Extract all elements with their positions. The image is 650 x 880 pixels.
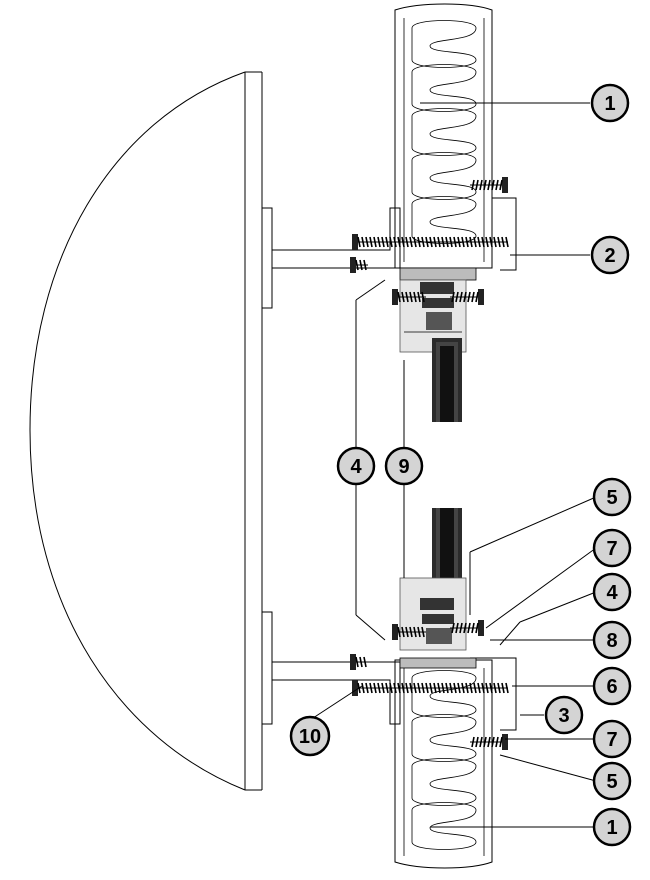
callout-label: 7	[606, 538, 617, 560]
callout-5-lower: 5	[592, 761, 632, 801]
callout-1-upper: 1	[590, 83, 630, 123]
callout-label: 10	[299, 726, 321, 748]
upper-sandwich-panel	[394, 3, 493, 269]
anchor-bolt-upper	[352, 234, 509, 250]
callout-10: 10	[289, 715, 331, 757]
callout-8: 8	[592, 620, 632, 660]
callout-label: 7	[606, 729, 617, 751]
bracket-screw-upper	[350, 257, 368, 273]
callout-9: 9	[384, 446, 424, 486]
callout-label: 4	[350, 456, 362, 478]
callout-5-upper: 5	[592, 477, 632, 517]
lower-window-profile	[399, 577, 477, 669]
frame-screw-upper-right	[450, 289, 484, 305]
bracket-screw-lower	[350, 654, 368, 670]
callout-label: 3	[558, 705, 569, 727]
callout-label: 2	[604, 245, 615, 267]
insulation-wave	[411, 670, 477, 850]
lower-bracket	[261, 611, 401, 725]
panel-screw-upper	[470, 177, 508, 193]
callout-2: 2	[590, 235, 630, 275]
callout-label: 9	[398, 456, 409, 478]
callout-label: 5	[606, 487, 617, 509]
callout-3: 3	[544, 695, 584, 735]
callout-label: 4	[606, 582, 618, 604]
callout-6: 6	[592, 666, 632, 706]
screw-fasteners	[350, 177, 509, 750]
callout-4-right: 4	[592, 572, 632, 612]
callout-label: 1	[604, 93, 615, 115]
callout-label: 5	[606, 771, 617, 793]
frame-screw-upper	[392, 289, 426, 305]
callout-4-left: 4	[336, 446, 376, 486]
callout-7-upper: 7	[592, 528, 632, 568]
frame-screw-lower-right	[450, 620, 484, 636]
callout-label: 1	[606, 817, 617, 839]
anchor-bolt-lower	[352, 680, 509, 696]
frame-screw-lower	[392, 624, 426, 640]
callout-label: 8	[606, 630, 617, 652]
round-column	[29, 71, 263, 791]
callout-label: 6	[606, 676, 617, 698]
callout-7-lower: 7	[592, 719, 632, 759]
lower-flashing	[470, 657, 517, 731]
panel-screw-lower	[470, 734, 508, 750]
upper-bracket	[261, 207, 401, 309]
callout-1-lower: 1	[592, 807, 632, 847]
insulation-wave	[411, 20, 477, 244]
upper-glazing	[432, 338, 462, 422]
lower-sandwich-panel	[394, 659, 493, 869]
leader-lines	[309, 102, 597, 828]
upper-flashing	[492, 197, 517, 271]
